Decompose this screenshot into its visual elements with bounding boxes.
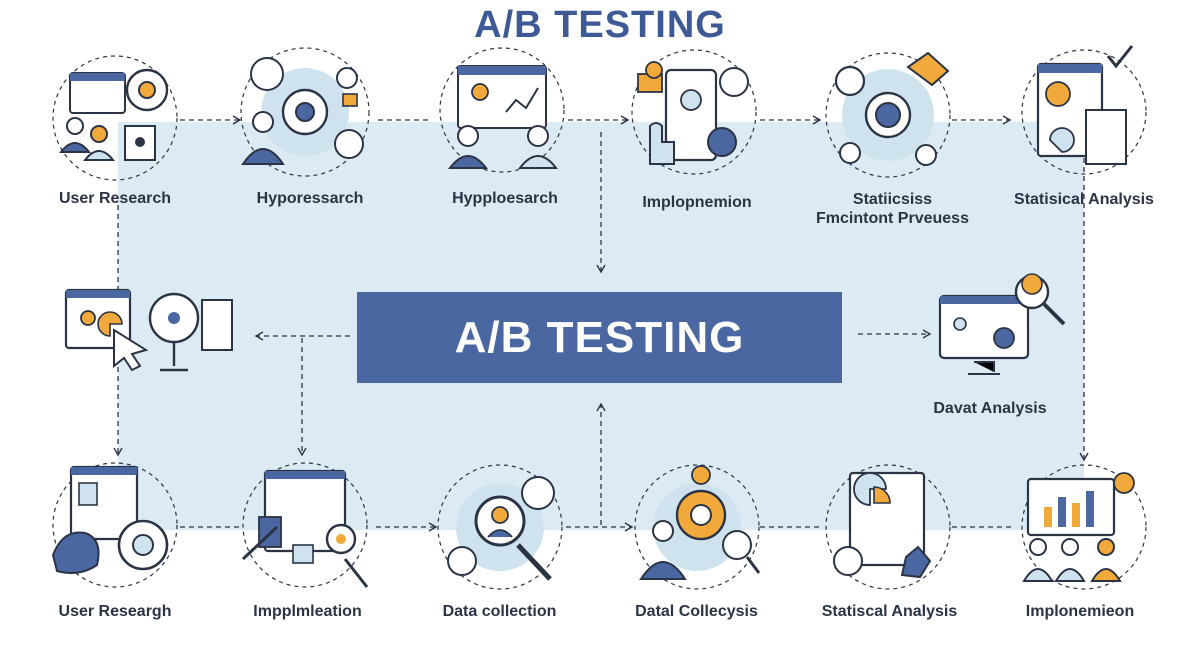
node-label: User Researgh xyxy=(58,603,172,620)
center-label-box: A/B TESTING xyxy=(357,292,842,383)
node-label: Implopnemion xyxy=(642,194,752,211)
node-label: Statisical Analysis xyxy=(1014,191,1154,208)
research-team-gear-icon xyxy=(52,55,178,181)
data-collection-people-icon xyxy=(634,464,761,590)
data-analysis-monitor-icon xyxy=(938,273,1066,375)
implementation-team-icon xyxy=(1021,464,1147,590)
hypothesis-gears-icon xyxy=(240,47,370,177)
hypothesis-people-icon xyxy=(439,47,565,173)
analysis-report-icon xyxy=(1021,45,1147,175)
node-label: Hyporessarch xyxy=(256,190,364,207)
node-label: Impplmleation xyxy=(253,603,362,620)
node-label: User Research xyxy=(58,190,172,207)
node-label: Davat Analysis xyxy=(933,400,1047,417)
diagram-title: A/B TESTING xyxy=(474,4,726,46)
data-collection-magnifier-icon xyxy=(437,464,563,590)
connectors xyxy=(113,115,1089,532)
cursor-target-icon xyxy=(64,288,233,372)
statistical-analysis-icon xyxy=(825,464,951,590)
node-label: Statiscal Analysis xyxy=(821,603,958,620)
center-label: A/B TESTING xyxy=(454,312,745,362)
node-label: Datal Collecysis xyxy=(635,603,758,620)
node-label: Hypploesarch xyxy=(452,190,558,207)
node-label: Statiicsiss Fmcintont Prveuess xyxy=(816,191,969,227)
statistics-process-icon xyxy=(825,51,951,178)
implementation-hand-icon xyxy=(631,49,757,175)
node-label: Data collection xyxy=(442,603,557,620)
research-gear-icon xyxy=(51,462,178,588)
node-label: Implonemieon xyxy=(1025,603,1135,620)
implementation-tools-icon xyxy=(241,462,369,588)
